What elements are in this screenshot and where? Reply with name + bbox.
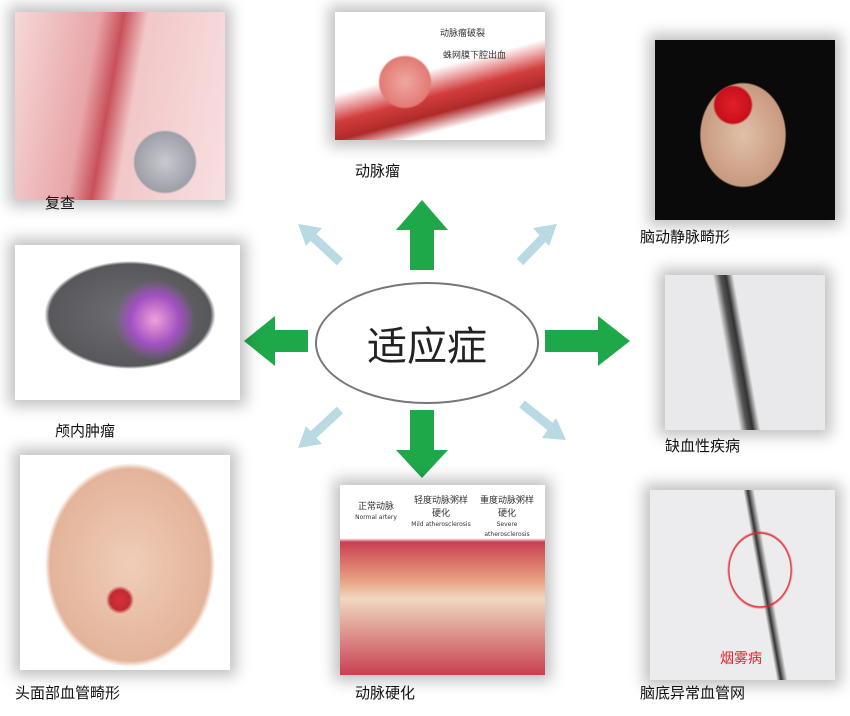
- moyamoya-image: 烟雾病: [650, 490, 835, 680]
- atherosclerosis-label: 动脉硬化: [355, 684, 416, 702]
- recheck-label: 复查: [45, 194, 76, 212]
- center-ellipse: 适应症: [315, 282, 539, 404]
- tumor-image: [15, 245, 240, 400]
- center-title: 适应症: [367, 324, 487, 370]
- arrow-right: [545, 316, 630, 366]
- moyamoya-label: 脑底异常血管网: [640, 684, 746, 702]
- moyamoya-tag: 烟雾病: [720, 651, 762, 667]
- face-image: [20, 455, 230, 670]
- avm-image: [655, 40, 835, 220]
- aneurysm-annotation-rupture: 动脉瘤破裂: [440, 29, 486, 39]
- arrow-down: [396, 410, 448, 478]
- arrow-left: [244, 316, 308, 366]
- aneurysm-label: 动脉瘤: [355, 162, 401, 180]
- aneurysm-image: 动脉瘤破裂 蛛网膜下腔出血: [335, 12, 545, 140]
- ischemic-label: 缺血性疾病: [665, 437, 741, 455]
- arrow-down-right: [519, 400, 555, 432]
- arrow-up-right: [516, 232, 549, 266]
- avm-label: 脑动静脉畸形: [640, 228, 731, 246]
- arrow-down-left: [308, 406, 344, 440]
- face-label: 头面部血管畸形: [15, 684, 121, 702]
- ischemic-image: [665, 275, 825, 430]
- arrow-up: [396, 200, 448, 270]
- aneurysm-annotation-hemorrhage: 蛛网膜下腔出血: [443, 51, 507, 61]
- tumor-label: 颅内肿瘤: [55, 422, 116, 440]
- recheck-image: [15, 12, 225, 200]
- arrow-up-left: [308, 232, 344, 266]
